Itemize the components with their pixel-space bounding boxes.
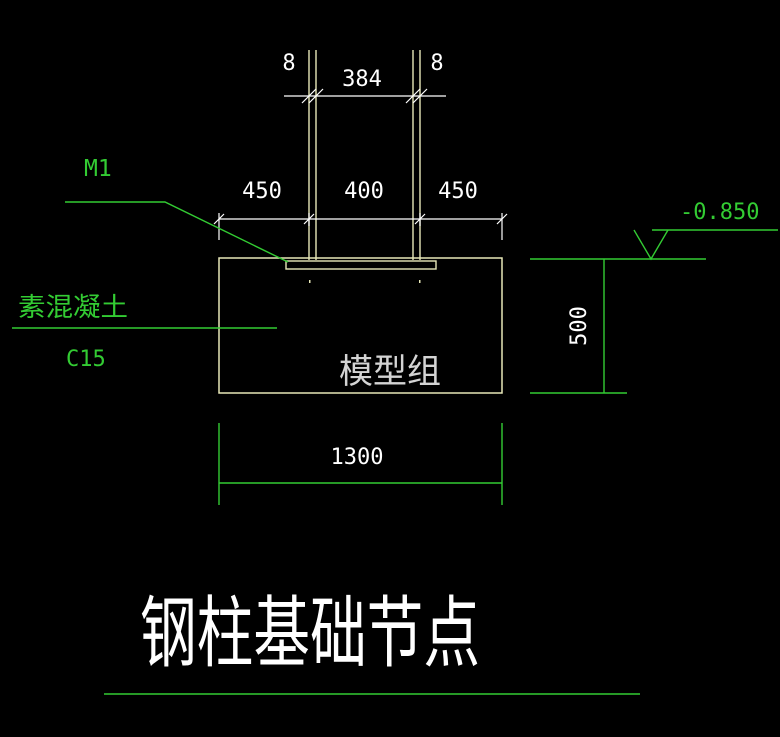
drawing-title: 钢柱基础节点	[140, 589, 480, 679]
width-dimension	[213, 213, 508, 240]
total-width-dimension	[218, 423, 503, 505]
dim-top-left-plate: 8	[282, 51, 295, 76]
dim-top-right-plate: 8	[430, 51, 443, 76]
dim-left-width: 450	[242, 179, 282, 204]
base-plate	[285, 260, 437, 270]
dim-total-width: 1300	[331, 445, 384, 470]
depth-dimension	[530, 258, 706, 394]
top-dimension	[284, 88, 446, 104]
plate-leader	[65, 201, 289, 263]
dim-top-gap: 384	[342, 67, 382, 92]
anchor-marks	[309, 280, 421, 283]
watermark: 模型组	[339, 352, 441, 392]
material-label: 素混凝土	[18, 293, 128, 323]
dim-right-width: 450	[438, 179, 478, 204]
elevation-label: -0.850	[680, 200, 759, 225]
elevation-marker	[633, 229, 778, 261]
dim-mid-width: 400	[344, 179, 384, 204]
dim-depth: 500	[567, 306, 592, 346]
grade-label: C15	[66, 347, 106, 372]
foundation-block	[218, 257, 503, 394]
plate-label: M1	[84, 156, 112, 182]
